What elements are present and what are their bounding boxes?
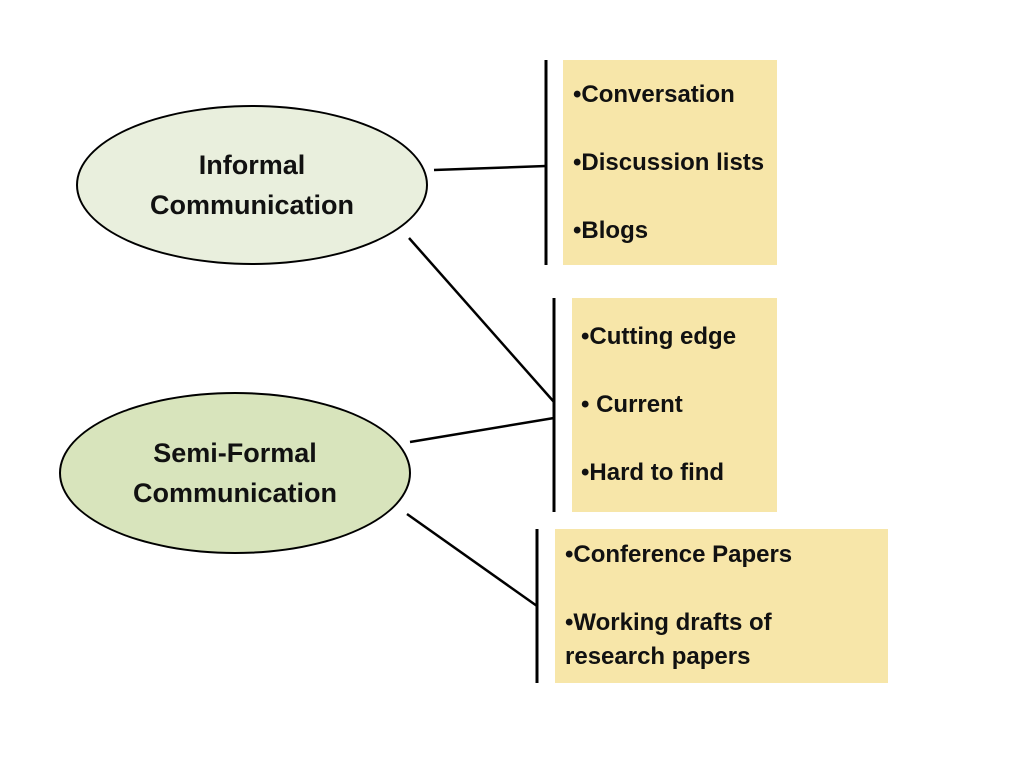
informal-communication-node: Informal Communication [76,105,428,265]
informal-communication-label: Informal Communication [150,145,354,225]
semiformal-item-current: • Current [581,391,683,418]
semiformal-label-line2: Communication [132,478,337,508]
connector-semiformal-to-box [409,416,555,444]
informal-examples-box: •Conversation •Discussion lists •Blogs [563,60,777,265]
informal-item-discussion-lists: •Discussion lists [573,149,765,176]
connector-informal-to-semiformal-box [408,237,555,403]
informal-label-line2: Communication [149,190,354,220]
semiformal-traits-box: •Cutting edge • Current •Hard to find [572,298,777,512]
conference-item-conference-papers: •Conference Papers [565,541,793,568]
informal-item-blogs: •Blogs [573,217,649,244]
semiformal-label-line1: Semi-Formal [153,438,317,468]
connector-semiformal-to-conference [406,512,538,608]
semiformal-communication-node: Semi-Formal Communication [59,392,411,554]
conference-item-working-drafts: •Working drafts of research papers [565,609,772,670]
conference-examples-box: •Conference Papers •Working drafts of re… [555,529,888,683]
semiformal-item-cutting-edge: •Cutting edge [581,323,737,350]
semiformal-item-hard-to-find: •Hard to find [581,459,725,486]
informal-label-line1: Informal [198,150,306,180]
connector-informal-to-box [433,164,547,172]
informal-item-conversation: •Conversation [573,81,735,108]
semiformal-communication-label: Semi-Formal Communication [133,433,337,513]
